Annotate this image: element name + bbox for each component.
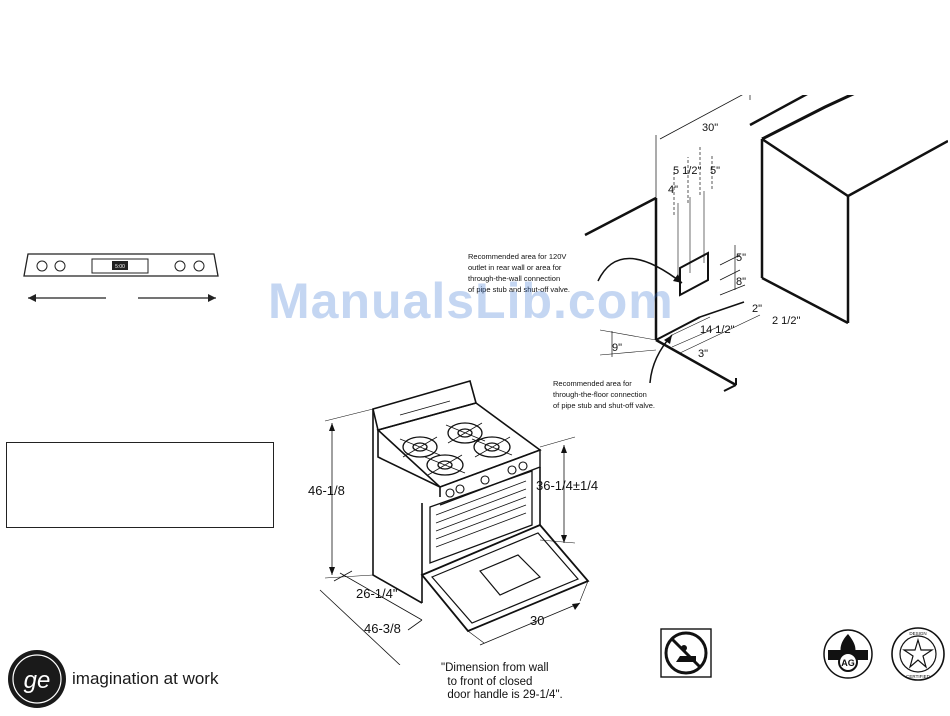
dim-5b: 5": [736, 252, 746, 264]
svg-text:of pipe stub and shut-off valv: of pipe stub and shut-off valve.: [553, 401, 655, 410]
range-illustration: 46-1/8 36-1/4±1/4 26-1/4" 46-3/8 30: [308, 380, 598, 665]
dim-width: 30": [702, 122, 718, 134]
dim-depth-open: 46-3/8: [364, 621, 401, 636]
dim-2: 2": [752, 303, 762, 315]
svg-text:of pipe stub and shut-off valv: of pipe stub and shut-off valve.: [468, 285, 570, 294]
svg-text:AG: AG: [841, 658, 855, 668]
note-floor: Recommended area for through-the-floor c…: [553, 379, 655, 410]
dim-3: 3": [698, 348, 708, 360]
dim-range-width: 30: [530, 613, 544, 628]
blank-info-box: [6, 442, 274, 528]
brand-tagline: imagination at work: [72, 669, 219, 688]
ge-logo: ge: [8, 650, 66, 708]
knob: [174, 260, 186, 272]
gas-flame-badge: AG: [823, 629, 873, 679]
dim-cooktop-height: 36-1/4±1/4: [536, 478, 598, 493]
watermark: ManualsLib.com: [268, 273, 674, 329]
dim-depth: 26-1/4": [356, 586, 398, 601]
dim-5: 5": [710, 165, 720, 177]
knob: [36, 260, 48, 272]
design-certified-badge: DESIGN CERTIFIED: [891, 627, 945, 681]
badge-bottom-text: CERTIFIED: [906, 674, 930, 679]
dim-range-height: 46-1/8: [308, 483, 345, 498]
svg-text:Recommended area for 120V: Recommended area for 120V: [468, 252, 566, 261]
dim-8: 8": [736, 276, 746, 288]
clock-readout: 5:00: [115, 264, 125, 270]
dimension-footnote: "Dimension from wall to front of closed …: [441, 662, 563, 701]
badge-top-text: DESIGN: [909, 631, 926, 636]
knob: [193, 260, 205, 272]
svg-text:ge: ge: [24, 667, 51, 694]
dim-9: 9": [612, 342, 622, 354]
dim-14-half: 14 1/2": [700, 324, 735, 336]
installation-diagram: 30" 5 1/2" 5" 4" 5" 8" 2" 2 1/2" 14 1/2"…: [584, 95, 948, 392]
svg-text:outlet in rear wall or area fo: outlet in rear wall or area for: [468, 263, 562, 272]
clock-display: [112, 261, 128, 270]
note-outlet: Recommended area for 120V outlet in rear…: [468, 252, 570, 294]
knob: [54, 260, 66, 272]
dim-4: 4": [668, 184, 678, 196]
dim-5-half: 5 1/2": [673, 165, 701, 177]
no-climbing-icon: [660, 628, 712, 678]
svg-text:through-the-wall connection: through-the-wall connection: [468, 274, 560, 283]
svg-text:Recommended area for: Recommended area for: [553, 379, 632, 388]
control-panel-illustration: 5:00: [23, 253, 219, 302]
svg-text:through-the-floor connection: through-the-floor connection: [553, 390, 647, 399]
dim-2-half: 2 1/2": [772, 315, 800, 327]
